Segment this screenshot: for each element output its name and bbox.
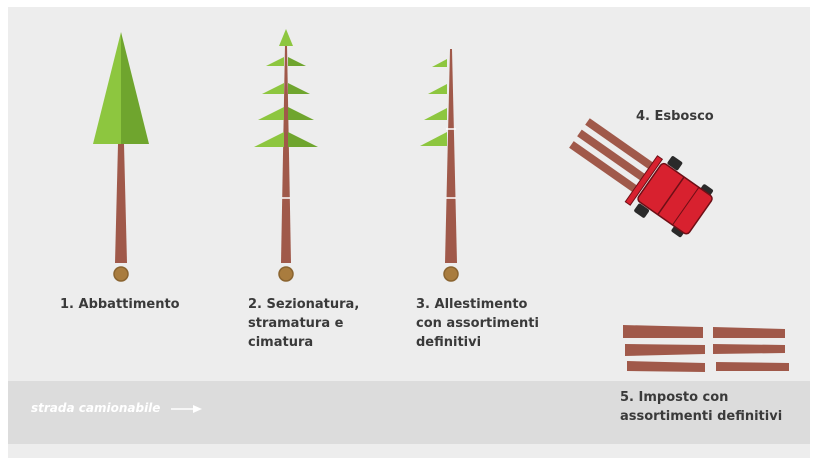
step-4-line-1: 4. Esbosco <box>636 109 714 124</box>
timber-pile-icon <box>623 325 789 372</box>
process-diagram: strada camionabile <box>8 7 810 458</box>
step-2-line-3: cimatura <box>248 335 314 350</box>
step-2-line-2: stramatura e <box>248 316 344 331</box>
step-5-label: 5. Imposto con assortimenti definitivi <box>620 388 782 426</box>
sectioned-tree-icon <box>254 29 318 282</box>
step-3-line-3: definitivi <box>416 335 482 350</box>
step-1-label: 1. Abbattimento <box>60 295 180 314</box>
tractor-icon <box>569 118 714 238</box>
step-3-line-1: 3. Allestimento <box>416 297 528 312</box>
step-2-line-1: 2. Sezionatura, <box>248 297 360 312</box>
step-4-label: 4. Esbosco <box>636 107 714 126</box>
step-5-line-2: assortimenti definitivi <box>620 409 783 424</box>
step-5-line-1: 5. Imposto con <box>620 390 729 405</box>
step-3-label: 3. Allestimento con assortimenti definit… <box>416 295 539 352</box>
road-band <box>8 381 810 444</box>
felled-tree-icon <box>93 32 149 282</box>
step-2-label: 2. Sezionatura, stramatura e cimatura <box>248 295 359 352</box>
arrow-right-icon <box>170 404 202 413</box>
step-1-line-1: 1. Abbattimento <box>60 297 180 312</box>
illustration <box>93 29 789 372</box>
processed-log-icon <box>420 49 459 282</box>
road-label-text: strada camionabile <box>31 401 161 415</box>
road-label: strada camionabile <box>31 401 203 415</box>
step-3-line-2: con assortimenti <box>416 316 539 331</box>
